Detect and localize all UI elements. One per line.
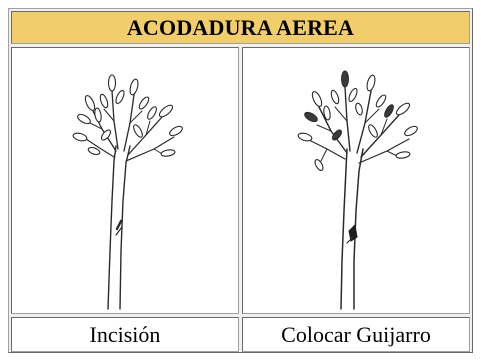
acodadura-table: ACODADURA AEREA	[8, 8, 473, 353]
illustration-cell-incision	[11, 47, 239, 314]
tree-with-pebble-icon	[281, 51, 431, 311]
tree-with-incision-icon	[50, 51, 200, 311]
illustration-cell-pebble	[242, 47, 470, 314]
caption-pebble: Colocar Guijarro	[242, 317, 470, 352]
caption-incision: Incisión	[11, 317, 239, 352]
table-title: ACODADURA AEREA	[11, 11, 470, 44]
